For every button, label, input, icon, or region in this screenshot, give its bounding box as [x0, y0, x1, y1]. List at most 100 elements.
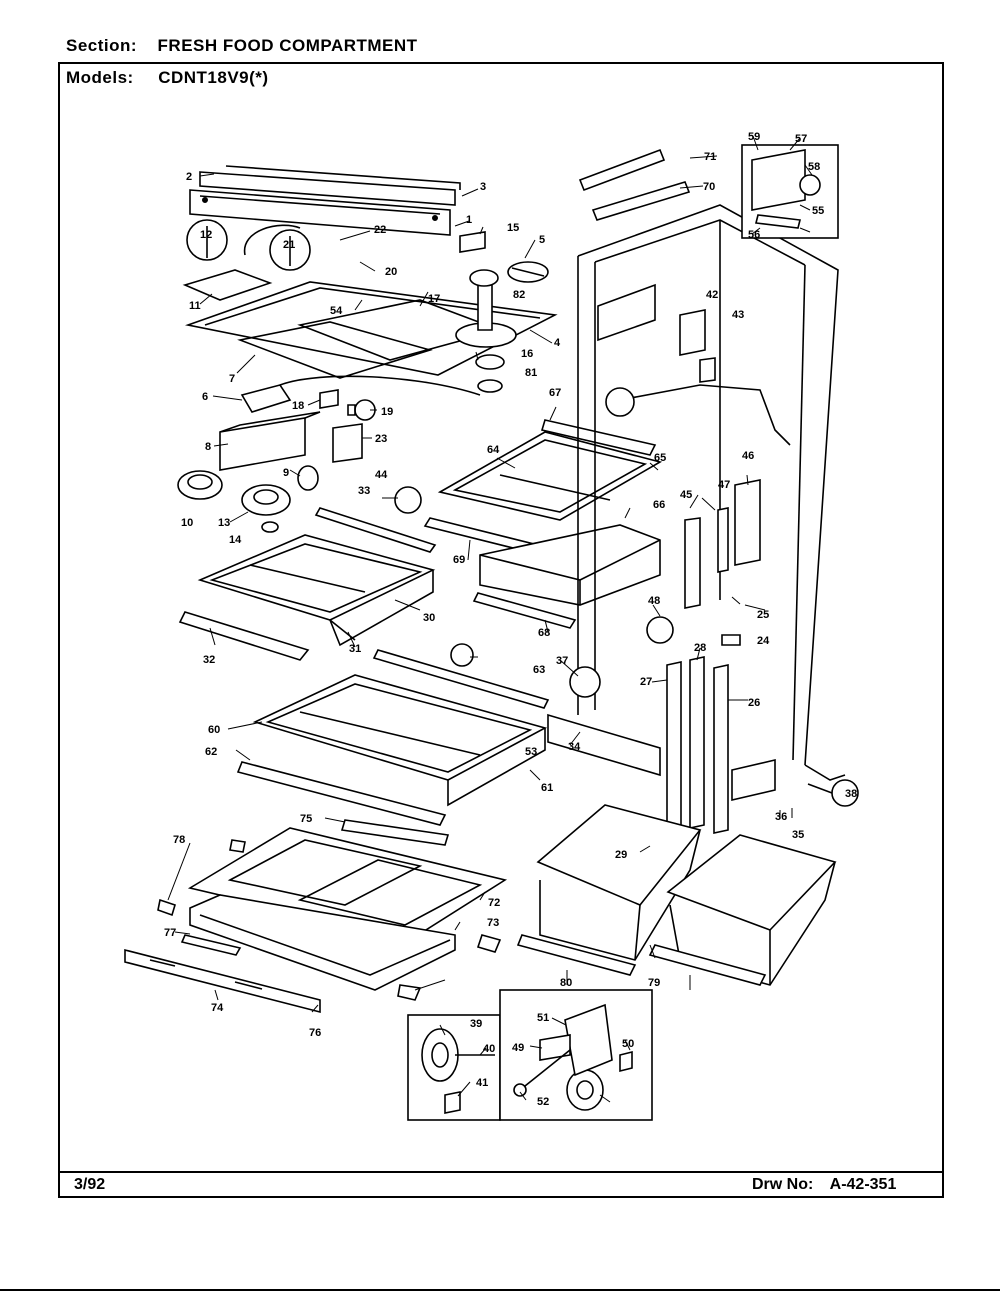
clip-78b: [229, 839, 246, 853]
rail-74: [124, 948, 321, 1014]
callout-labels: 1 2 3 4 5 6 7 8 9 10 11 12 13 14 15 16 1…: [164, 131, 857, 1108]
rail-80b: [648, 944, 767, 986]
callout-25: 25: [757, 609, 769, 621]
callout-37: 37: [556, 655, 568, 667]
callout-66: 66: [653, 499, 665, 511]
callout-79: 79: [648, 977, 660, 989]
rack-26: [713, 664, 729, 834]
thermostat-bracket-15: [459, 231, 486, 253]
callout-33: 33: [358, 485, 370, 497]
callout-29: 29: [615, 849, 627, 861]
drawing-number: A-42-351: [829, 1176, 897, 1193]
callout-52: 52: [537, 1096, 549, 1108]
shelf-trim-33: [314, 507, 437, 553]
callout-67: 67: [549, 387, 561, 399]
callout-8: 8: [205, 441, 211, 453]
drawing-label: Drw No:: [752, 1176, 814, 1193]
callout-62: 62: [205, 746, 217, 758]
shelf-frame-30: [197, 534, 436, 647]
trim-77: [180, 934, 242, 956]
clip-78d: [476, 934, 502, 953]
callout-50: 50: [622, 1038, 634, 1050]
callout-21: 21: [283, 239, 295, 251]
callout-1: 1: [466, 214, 472, 226]
models-title: Models: CDNT18V9(*): [66, 68, 269, 88]
bracket-43: [679, 309, 706, 356]
trim-70: [591, 181, 691, 221]
callout-54: 54: [330, 305, 343, 317]
control-box-8: [219, 411, 321, 471]
callout-68: 68: [538, 627, 550, 639]
callout-47: 47: [718, 479, 730, 491]
callout-45: 45: [680, 489, 692, 501]
nut-52: [513, 1083, 527, 1097]
callout-7: 7: [229, 373, 235, 385]
callout-24: 24: [757, 635, 770, 647]
callout-27: 27: [640, 676, 652, 688]
knob-10: [177, 470, 223, 500]
callout-31: 31: [349, 643, 361, 655]
cam-44b: [450, 643, 474, 667]
shelf-trim-69b: [472, 592, 577, 629]
callout-73: 73: [487, 917, 499, 929]
shelf-frame-60: [252, 674, 548, 807]
callout-43: 43: [732, 309, 744, 321]
fan-blade-5: [507, 261, 549, 283]
cam-44a: [394, 486, 422, 514]
inset-part-57: [755, 214, 801, 229]
callout-60: 60: [208, 724, 220, 736]
callout-22: 22: [374, 224, 386, 236]
cover-trim-75: [340, 819, 450, 846]
callout-16: 16: [521, 348, 533, 360]
callout-80: 80: [560, 977, 572, 989]
callout-15: 15: [507, 222, 519, 234]
callout-32: 32: [203, 654, 215, 666]
callout-10: 10: [181, 517, 193, 529]
damper-knob-9: [297, 465, 319, 491]
clip-41b: [619, 1050, 633, 1073]
washer-14: [261, 521, 279, 533]
callout-46: 46: [742, 450, 754, 462]
control-knob-12: [186, 219, 228, 261]
callout-70: 70: [703, 181, 715, 193]
shelf-trim-32: [178, 611, 310, 661]
leader-lines: [167, 135, 813, 1103]
callout-44: 44: [375, 469, 388, 481]
strip-47: [717, 507, 729, 573]
models-label: Models:: [66, 68, 134, 87]
callout-64: 64: [487, 444, 500, 456]
callout-28: 28: [694, 642, 706, 654]
callout-9: 9: [283, 467, 289, 479]
callout-55: 55: [812, 205, 824, 217]
grille-34: [547, 713, 661, 777]
callout-12: 12: [200, 229, 212, 241]
light-switch-assembly: [240, 375, 481, 413]
callout-38: 38: [845, 788, 857, 800]
callout-74: 74: [211, 1002, 224, 1014]
shelf-glass-31: [329, 619, 356, 641]
callout-30: 30: [423, 612, 435, 624]
callout-81: 81: [525, 367, 537, 379]
crisper-drawer-66: [479, 524, 661, 606]
callout-49: 49: [512, 1042, 524, 1054]
callout-6: 6: [202, 391, 208, 403]
callout-26: 26: [748, 697, 760, 709]
callout-56: 56: [748, 229, 760, 241]
callout-63: 63: [533, 664, 545, 676]
control-knob-21: [269, 229, 311, 271]
section-title: Section: FRESH FOOD COMPARTMENT: [66, 36, 418, 56]
callout-59: 59: [748, 131, 760, 143]
callout-82: 82: [513, 289, 525, 301]
callout-78: 78: [173, 834, 185, 846]
trim-71: [578, 148, 666, 192]
grommet-83: [477, 379, 503, 393]
callout-39: 39: [470, 1018, 482, 1030]
bracket-51: [564, 1003, 613, 1077]
rack-27: [666, 661, 682, 841]
callout-42: 42: [706, 289, 718, 301]
inset-part-58: [799, 174, 821, 196]
cam-44c: [605, 387, 635, 417]
callout-72: 72: [488, 897, 500, 909]
callout-41: 41: [476, 1077, 488, 1089]
